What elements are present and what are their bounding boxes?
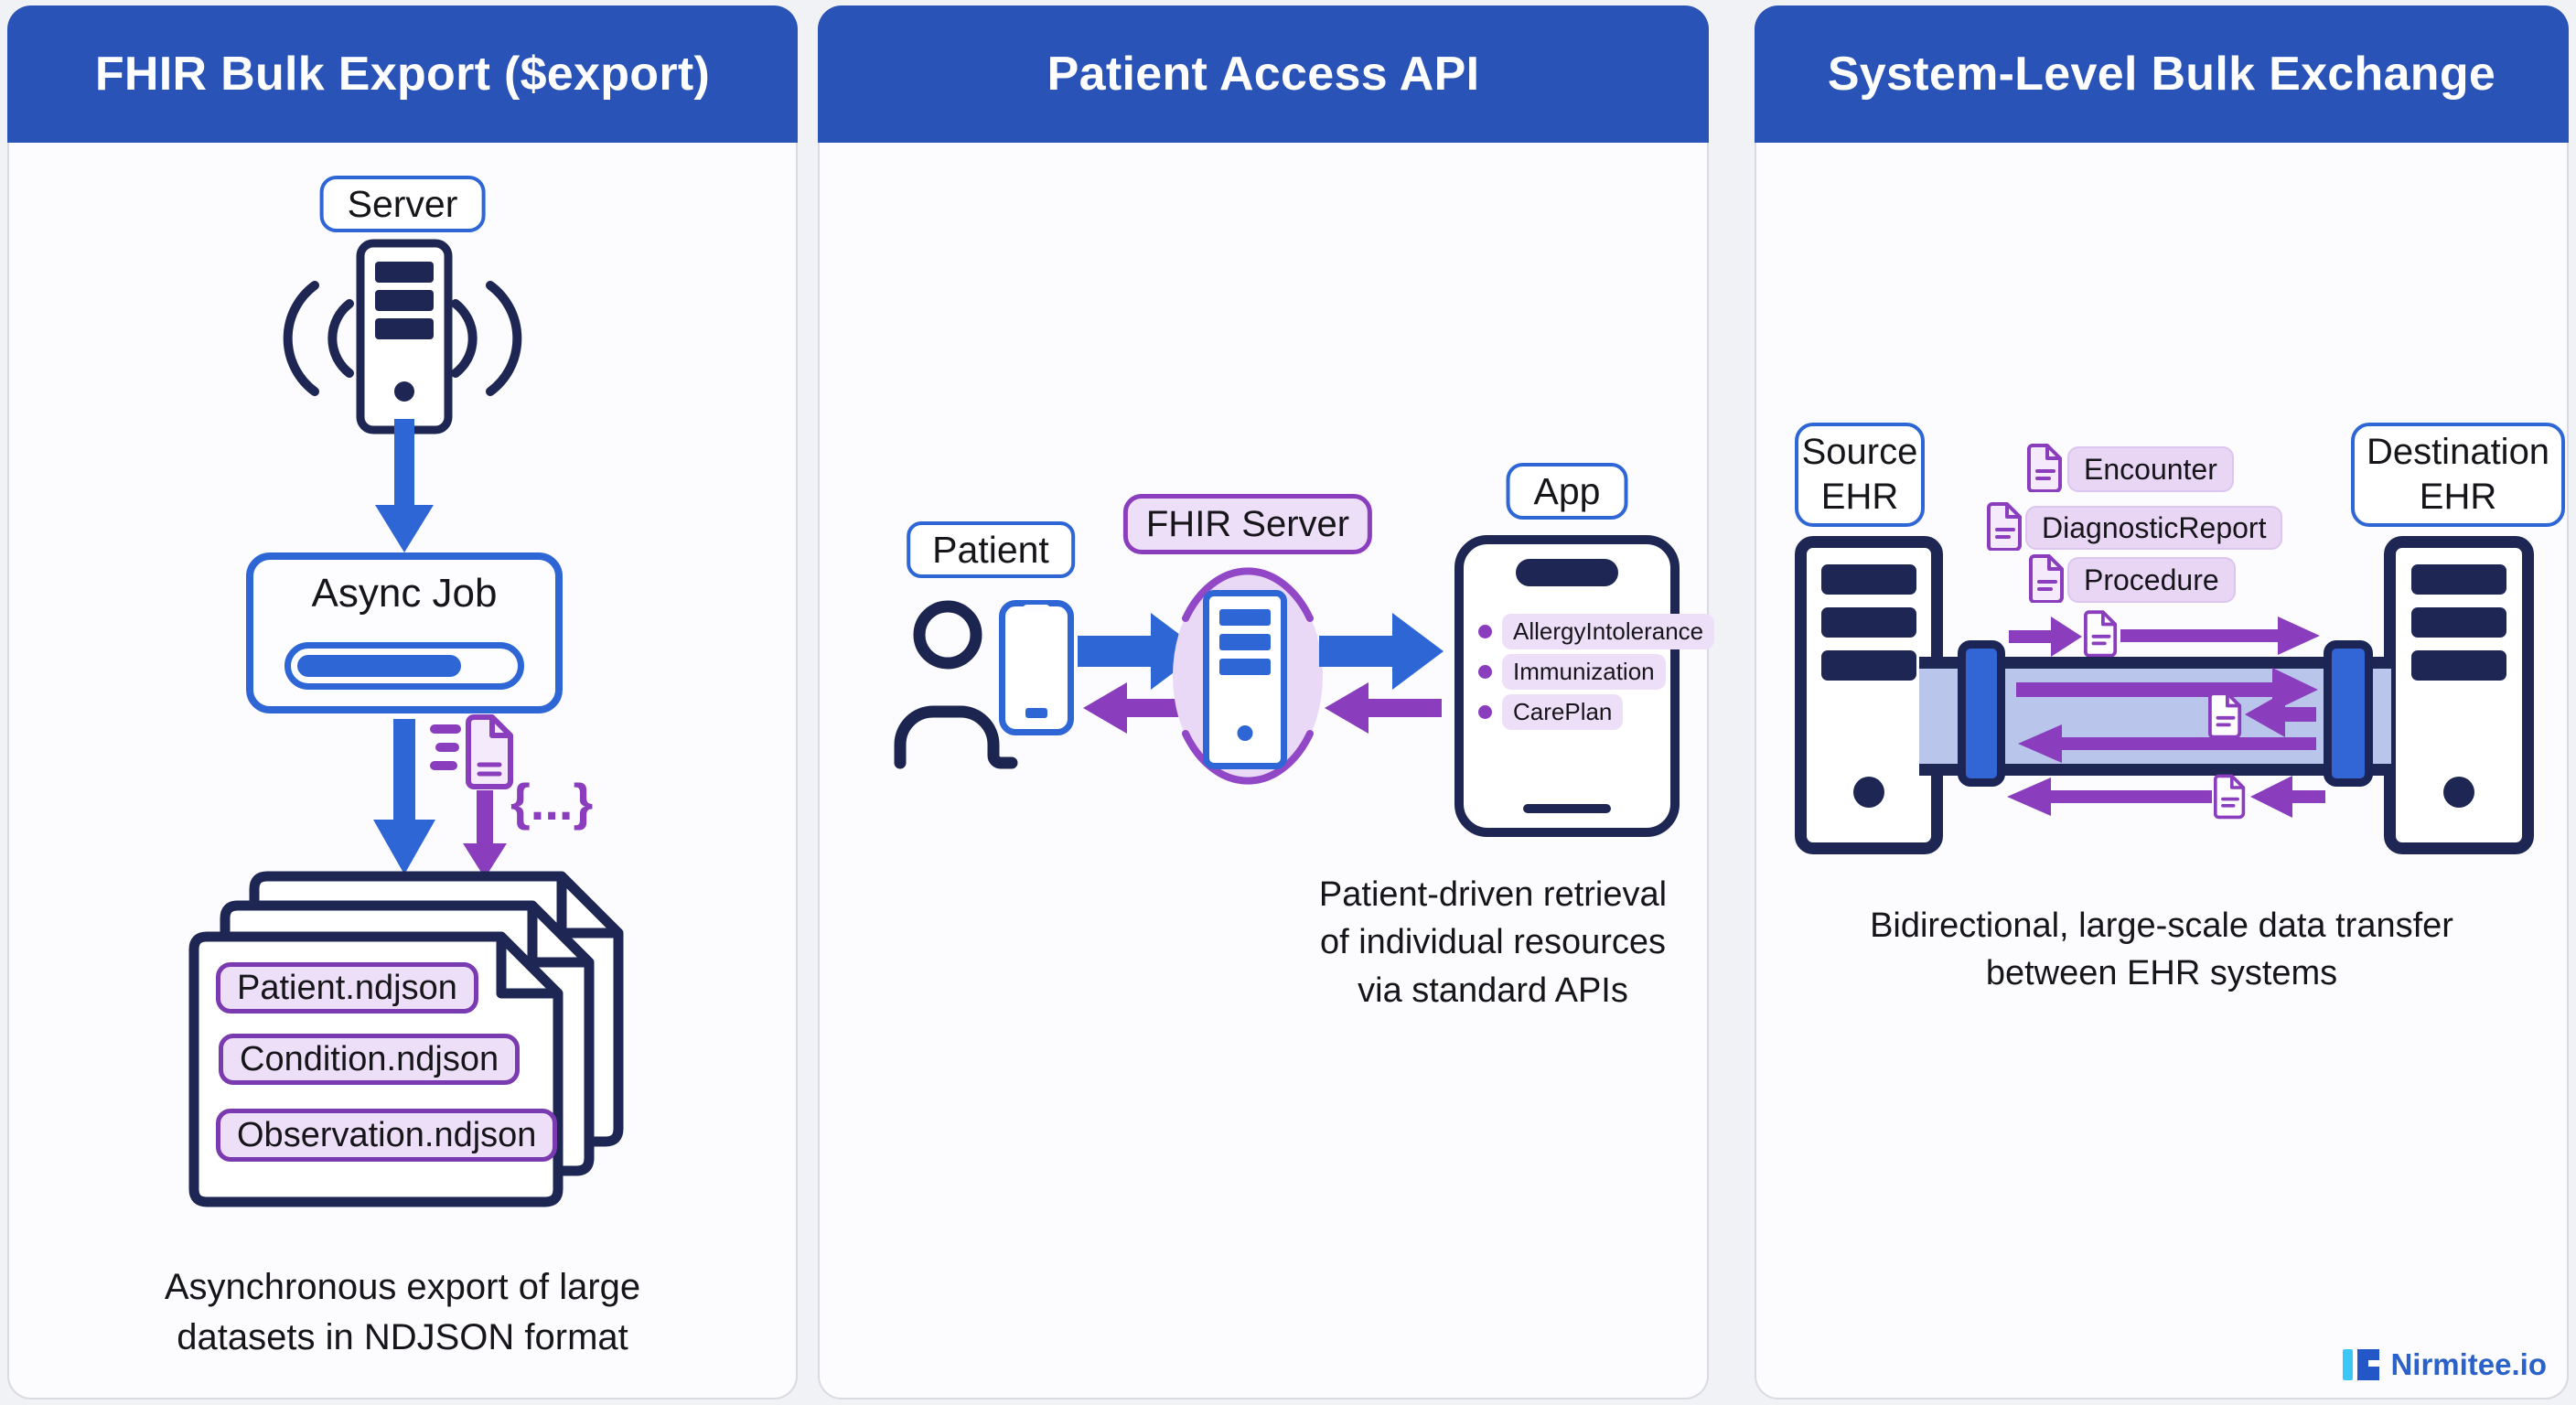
json-braces-icon: {...} <box>510 773 594 831</box>
panel-bulk-export-header: FHIR Bulk Export ($export) <box>7 5 798 143</box>
patient-label: Patient <box>907 521 1075 578</box>
document-icon <box>2208 692 2242 737</box>
panel-caption: Bidirectional, large-scale data transfer… <box>1870 906 2453 993</box>
server-label: Server <box>319 176 486 232</box>
arrow-left-icon <box>2007 778 2212 816</box>
app-resource-badge: Immunization <box>1502 654 1666 690</box>
file-badge: Observation.ndjson <box>216 1109 558 1162</box>
app-label: App <box>1506 463 1628 520</box>
arrow-right-icon <box>2009 617 2082 657</box>
app-resource-row: CarePlan <box>1478 694 1624 730</box>
panel-title: Patient Access API <box>1046 48 1480 101</box>
document-icon <box>2214 774 2246 820</box>
resource-badge: Procedure <box>2067 557 2236 603</box>
bullet-icon <box>1478 705 1492 719</box>
document-icon <box>2084 610 2118 657</box>
document-icon <box>2027 444 2062 492</box>
progress-bar-fill <box>297 655 461 677</box>
arrow-left-icon <box>2018 724 2316 763</box>
source-ehr-server-icon <box>1795 536 1943 854</box>
nirmitee-logo-text: Nirmitee.io <box>2390 1347 2547 1381</box>
arrow-down-icon <box>373 719 435 874</box>
streaming-document-icon <box>430 714 513 789</box>
source-ehr-label: Source EHR <box>1795 423 1925 527</box>
arrow-right-icon <box>2120 617 2320 655</box>
document-icon <box>2029 554 2064 603</box>
bullet-icon <box>1478 625 1492 638</box>
async-job-label: Async Job <box>311 571 498 616</box>
arrow-left-icon <box>2250 776 2325 818</box>
arrow-right-icon <box>2016 668 2318 712</box>
broadcast-server-icon <box>283 239 522 434</box>
app-resource-row: Immunization <box>1478 654 1666 690</box>
app-resource-row: AllergyIntolerance <box>1478 614 1715 649</box>
panel-caption: Patient-driven retrieval of individual r… <box>1318 875 1668 1010</box>
resource-badge: Encounter <box>2067 446 2234 492</box>
arrow-down-icon <box>375 419 434 552</box>
document-icon <box>1987 502 2022 551</box>
panel-patient-access: Patient Access API Patient FHIR Server <box>818 5 1715 1400</box>
bullet-icon <box>1478 665 1492 679</box>
fhir-server-icon <box>1203 590 1287 769</box>
pipe-flange <box>1958 640 2005 787</box>
arrow-left-icon <box>2245 692 2316 737</box>
panel-bulk-exchange-header: System-Level Bulk Exchange <box>1755 5 2569 143</box>
fhir-server-label: FHIR Server <box>1122 494 1373 554</box>
panel-bulk-exchange: System-Level Bulk Exchange Source EHR De… <box>1755 5 2569 1400</box>
progress-bar-track <box>284 642 524 690</box>
app-phone-icon: AllergyIntolerance Immunization CarePlan <box>1454 535 1715 837</box>
nirmitee-logo-mark <box>2343 1349 2380 1380</box>
arrow-left-icon <box>1083 682 1200 734</box>
pipe-flange <box>2324 640 2373 787</box>
phone-notch <box>1023 605 1050 613</box>
patient-person-icon <box>894 600 1018 769</box>
panel-patient-access-header: Patient Access API <box>818 5 1709 143</box>
file-badge: Patient.ndjson <box>216 962 478 1014</box>
phone-home-bar <box>1025 708 1047 718</box>
destination-ehr-server-icon <box>2384 536 2534 854</box>
arrow-down-icon <box>463 790 507 878</box>
phone-home-bar <box>1523 804 1611 813</box>
app-resource-badge: CarePlan <box>1502 694 1624 730</box>
app-resource-badge: AllergyIntolerance <box>1502 614 1715 649</box>
arrow-right-icon <box>1078 613 1202 690</box>
file-badge: Condition.ndjson <box>219 1034 521 1085</box>
phone-notch <box>1516 559 1618 586</box>
panel-caption: Asynchronous export of large datasets in… <box>164 1267 641 1358</box>
patient-phone-icon <box>999 600 1074 735</box>
arrow-right-icon <box>1319 613 1444 690</box>
destination-ehr-label: Destination EHR <box>2351 423 2565 527</box>
arrow-left-icon <box>1325 682 1442 734</box>
panel-title: System-Level Bulk Exchange <box>1827 48 2496 101</box>
resource-badge: DiagnosticReport <box>2025 506 2283 550</box>
async-job-box: Async Job <box>246 552 563 713</box>
panel-bulk-export: FHIR Bulk Export ($export) Server Async … <box>7 5 798 1400</box>
nirmitee-logo: Nirmitee.io <box>2341 1345 2547 1385</box>
panel-title: FHIR Bulk Export ($export) <box>94 48 711 101</box>
